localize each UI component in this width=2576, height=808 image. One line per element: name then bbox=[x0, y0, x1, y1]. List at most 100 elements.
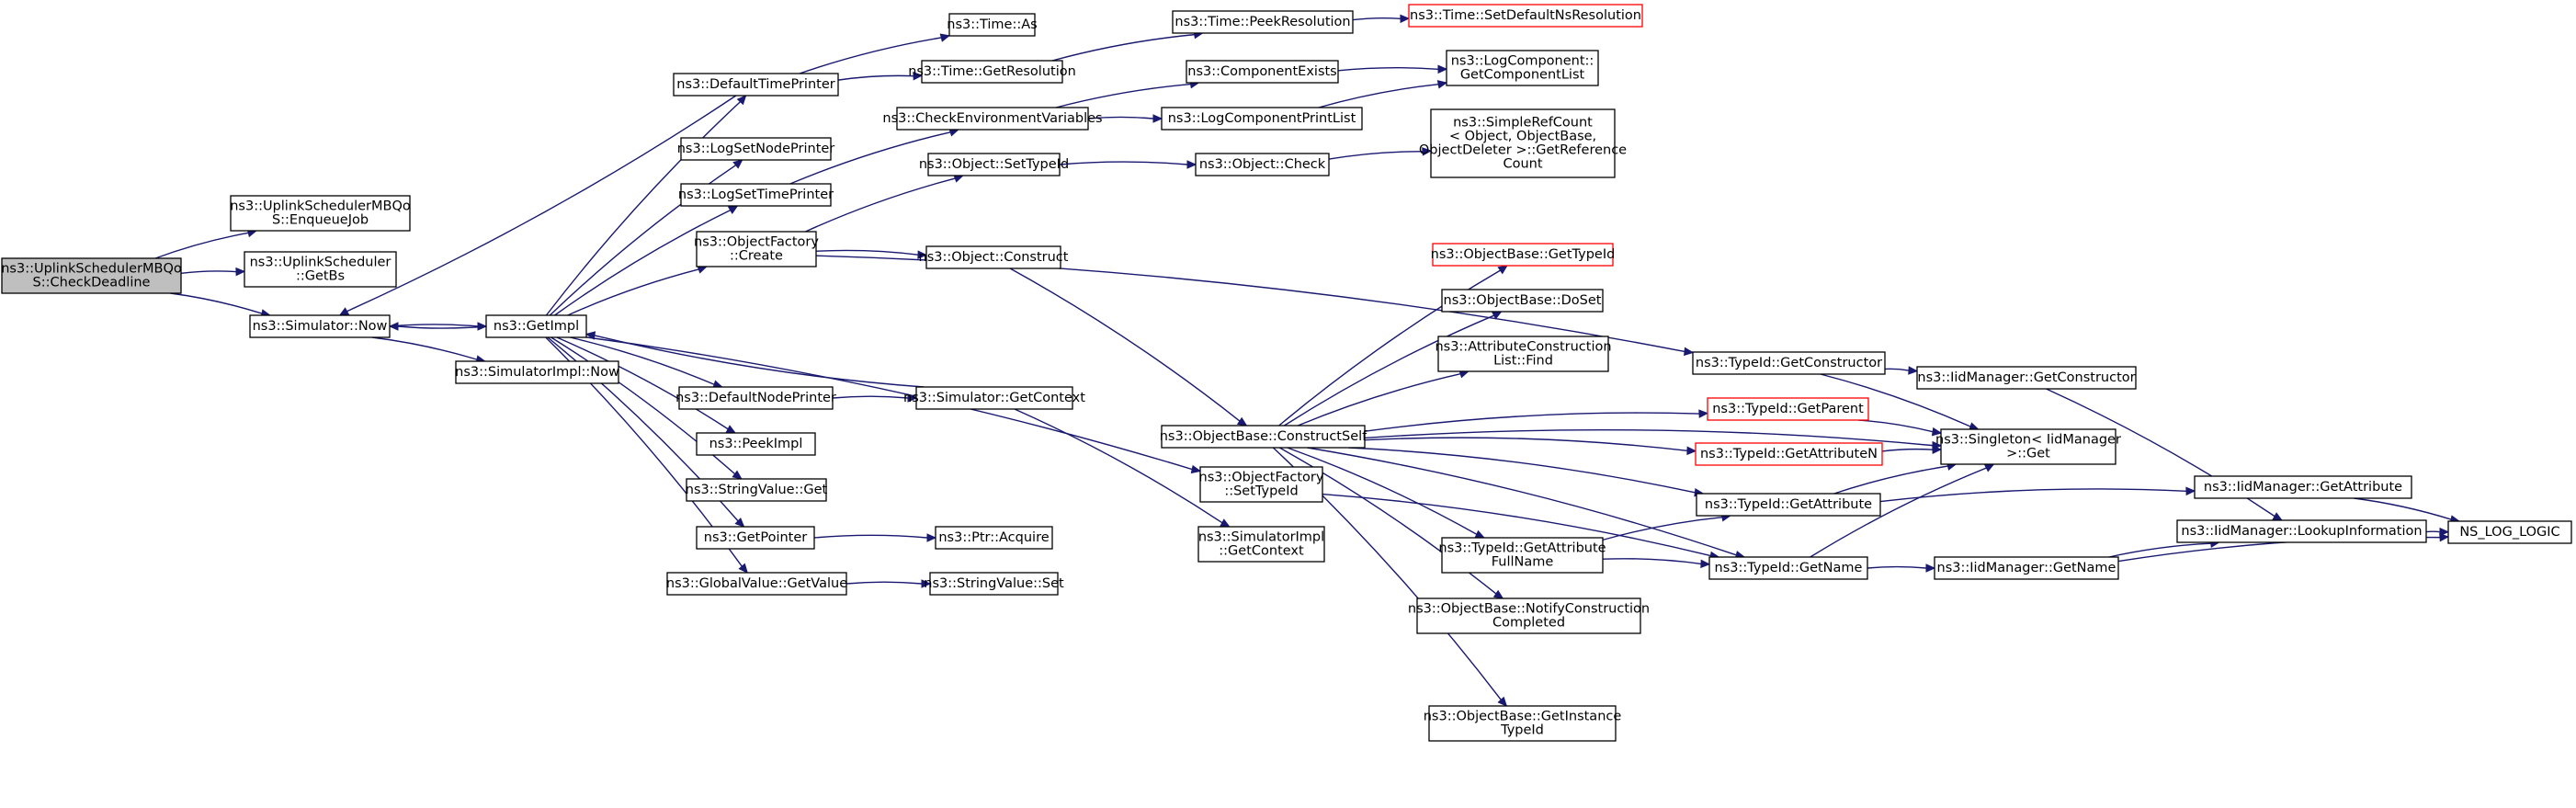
node-label: ::SetTypeId bbox=[1224, 484, 1298, 499]
node-label: ::GetContext bbox=[1219, 544, 1304, 559]
arrowhead-icon bbox=[1152, 114, 1163, 123]
node-objfactcreate[interactable]: ns3::ObjectFactory::Create bbox=[694, 231, 819, 267]
edge-objsettid-to-objcheck bbox=[1059, 161, 1188, 165]
node-box bbox=[1692, 351, 1886, 375]
node-objsettid[interactable]: ns3::Object::SetTypeId bbox=[919, 153, 1069, 176]
node-box bbox=[666, 572, 847, 596]
node-label: ns3::TypeId::GetParent bbox=[1712, 402, 1864, 416]
node-box bbox=[485, 314, 587, 338]
edge-deftime-to-timeas bbox=[799, 37, 942, 74]
edge-timepeek-to-timesetdef bbox=[1352, 17, 1401, 21]
node-tidgetname[interactable]: ns3::TypeId::GetName bbox=[1708, 556, 1868, 580]
node-box bbox=[1161, 107, 1363, 131]
node-label: ns3::TypeId::GetAttributeN bbox=[1700, 447, 1878, 461]
node-simplerefcount[interactable]: ns3::SimpleRefCount< Object, ObjectBase,… bbox=[1419, 108, 1627, 178]
node-timegetres[interactable]: ns3::Time::GetResolution bbox=[908, 60, 1076, 84]
node-label: ns3::AttributeConstruction bbox=[1435, 340, 1611, 355]
node-iidgetattr[interactable]: ns3::IidManager::GetAttribute bbox=[2194, 475, 2412, 499]
node-objconstruct[interactable]: ns3::Object::Construct bbox=[919, 245, 1069, 269]
node-ptracquire[interactable]: ns3::Ptr::Acquire bbox=[935, 526, 1053, 550]
node-box bbox=[927, 153, 1061, 176]
edge-getpointer-to-ptracquire bbox=[813, 534, 928, 539]
node-simimplgetctx[interactable]: ns3::SimulatorImpl::GetContext bbox=[1197, 526, 1325, 563]
node-label: >::Get bbox=[2006, 447, 2050, 461]
edge-tidgetctor-to-iidgetctor bbox=[1884, 368, 1910, 371]
node-globalget[interactable]: ns3::GlobalValue::GetValue bbox=[666, 572, 847, 596]
node-logsetnode[interactable]: ns3::LogSetNodePrinter bbox=[677, 137, 835, 161]
edge-deftime-to-simnow bbox=[346, 95, 737, 313]
node-objbasedoset[interactable]: ns3::ObjectBase::DoSet bbox=[1441, 289, 1604, 313]
edge-tidgetattr-to-singletonget bbox=[1833, 465, 1948, 495]
node-objbasenotify[interactable]: ns3::ObjectBase::NotifyConstructionCompl… bbox=[1408, 597, 1650, 634]
node-iidgetname[interactable]: ns3::IidManager::GetName bbox=[1934, 556, 2119, 580]
node-box bbox=[696, 432, 816, 456]
node-logsettime[interactable]: ns3::LogSetTimePrinter bbox=[678, 183, 834, 207]
node-tidgetattr[interactable]: ns3::TypeId::GetAttribute bbox=[1696, 493, 1881, 517]
node-timepeek[interactable]: ns3::Time::PeekResolution bbox=[1172, 10, 1354, 34]
node-iidlookup[interactable]: ns3::IidManager::LookupInformation bbox=[2176, 519, 2427, 543]
node-simimplnow[interactable]: ns3::SimulatorImpl::Now bbox=[455, 360, 619, 384]
node-logcompprint[interactable]: ns3::LogComponentPrintList bbox=[1161, 107, 1363, 131]
node-label: ns3::Object::Check bbox=[1199, 157, 1326, 172]
node-singletonget[interactable]: ns3::Singleton< IidManager>::Get bbox=[1935, 428, 2121, 465]
edge-objbasector-to-singletonget bbox=[1364, 428, 1934, 447]
node-label: ns3::ObjectBase::GetInstance bbox=[1424, 710, 1622, 724]
node-label: ns3::Simulator::GetContext bbox=[903, 391, 1085, 405]
node-box bbox=[1916, 366, 2137, 390]
node-tidgetctor[interactable]: ns3::TypeId::GetConstructor bbox=[1692, 351, 1886, 375]
node-objcheck[interactable]: ns3::Object::Check bbox=[1195, 153, 1330, 176]
node-label: ns3::Simulator::Now bbox=[253, 319, 388, 334]
arrowhead-icon bbox=[1497, 265, 1508, 275]
node-label: ns3::ObjectFactory bbox=[1199, 471, 1324, 485]
node-deftime[interactable]: ns3::DefaultTimePrinter bbox=[673, 73, 839, 97]
node-label: ns3::DefaultTimePrinter bbox=[676, 77, 834, 92]
edge-objfactcreate-to-objsettid bbox=[805, 177, 956, 233]
node-strget[interactable]: ns3::StringValue::Get bbox=[686, 478, 828, 502]
edge-tidgetattrfull-to-tidgetname bbox=[1602, 558, 1702, 565]
node-tidgetparent[interactable]: ns3::TypeId::GetParent bbox=[1707, 397, 1869, 421]
edge-globalget-to-strset bbox=[845, 581, 923, 585]
node-objbasegettid[interactable]: ns3::ObjectBase::GetTypeId bbox=[1431, 243, 1616, 267]
node-tidgetattrn[interactable]: ns3::TypeId::GetAttributeN bbox=[1695, 442, 1883, 466]
edge-root-to-getbs bbox=[180, 270, 237, 274]
node-label: ns3::Object::Construct bbox=[919, 250, 1069, 265]
node-box bbox=[696, 231, 817, 267]
node-objbasector[interactable]: ns3::ObjectBase::ConstructSelf bbox=[1160, 425, 1367, 449]
node-peekimpl[interactable]: ns3::PeekImpl bbox=[696, 432, 816, 456]
node-compexists[interactable]: ns3::ComponentExists bbox=[1186, 60, 1339, 84]
node-box bbox=[1197, 526, 1325, 563]
arrowhead-icon bbox=[338, 307, 350, 316]
node-getimpl[interactable]: ns3::GetImpl bbox=[485, 314, 587, 338]
node-defnode[interactable]: ns3::DefaultNodePrinter bbox=[675, 386, 836, 410]
arrowhead-icon bbox=[1497, 696, 1508, 707]
node-objfactsettid[interactable]: ns3::ObjectFactory::SetTypeId bbox=[1199, 466, 1324, 503]
node-nslog[interactable]: NS_LOG_LOGIC bbox=[2447, 520, 2572, 544]
node-box bbox=[1446, 50, 1599, 86]
edge-tidgetname-to-iidgetname bbox=[1867, 565, 1927, 569]
node-timeas[interactable]: ns3::Time::As bbox=[947, 13, 1038, 37]
node-strset[interactable]: ns3::StringValue::Set bbox=[924, 572, 1064, 596]
arrowhead-icon bbox=[1698, 409, 1709, 418]
node-iidgetctor[interactable]: ns3::IidManager::GetConstructor bbox=[1916, 366, 2137, 390]
node-box bbox=[1430, 108, 1616, 178]
arrowhead-icon bbox=[1932, 445, 1943, 454]
node-logcompgetlist[interactable]: ns3::LogComponent::GetComponentList bbox=[1446, 50, 1599, 86]
node-label: ns3::LogComponent:: bbox=[1451, 54, 1594, 69]
node-timesetdef[interactable]: ns3::Time::SetDefaultNsResolution bbox=[1408, 4, 1643, 28]
node-getbs[interactable]: ns3::UplinkScheduler::GetBs bbox=[244, 251, 397, 288]
edge-defnode-to-simgetctx bbox=[832, 395, 909, 399]
node-simnow[interactable]: ns3::Simulator::Now bbox=[249, 314, 391, 338]
edge-tidgetparent-to-singletonget bbox=[1857, 419, 1934, 433]
node-simgetctx[interactable]: ns3::Simulator::GetContext bbox=[903, 386, 1085, 410]
node-checkenv[interactable]: ns3::CheckEnvironmentVariables bbox=[882, 107, 1103, 131]
arrowhead-icon bbox=[1220, 518, 1231, 528]
node-getpointer[interactable]: ns3::GetPointer bbox=[696, 526, 815, 550]
node-label: List::Find bbox=[1493, 354, 1553, 369]
node-label: ns3::GetPointer bbox=[704, 530, 808, 545]
